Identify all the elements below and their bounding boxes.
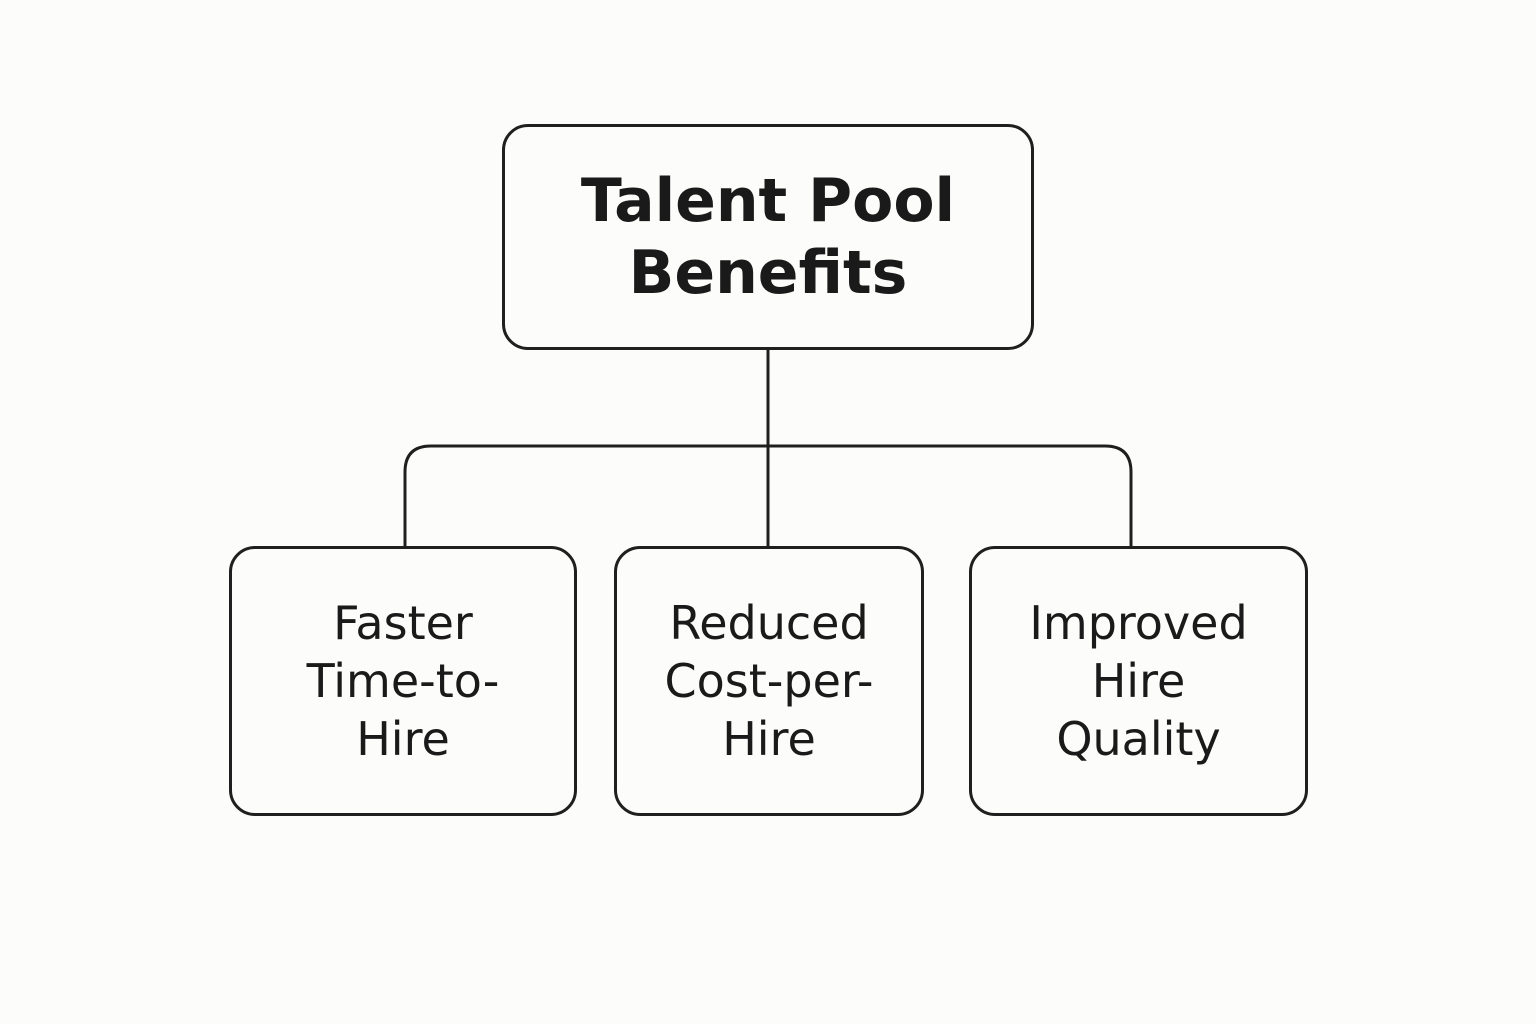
root-line: Benefits <box>628 238 908 308</box>
node-line: Hire <box>1091 654 1186 708</box>
child-node-reduced-cost-per-hire: Reduced Cost-per- Hire <box>614 546 924 816</box>
node-line: Cost-per- <box>664 654 874 708</box>
root-line: Talent Pool <box>580 166 956 236</box>
root-node-talent-pool-benefits: Talent Pool Benefits <box>502 124 1034 350</box>
node-line: Hire <box>356 712 450 766</box>
connector-left-branch <box>403 444 768 546</box>
node-line: Faster <box>333 596 473 650</box>
node-line: Time-to- <box>306 654 500 708</box>
node-line: Quality <box>1056 712 1221 766</box>
node-line: Reduced <box>669 596 869 650</box>
child-node-faster-time-to-hire: Faster Time-to- Hire <box>229 546 577 816</box>
node-line: Hire <box>722 712 816 766</box>
connector-right-branch <box>768 444 1133 546</box>
child-node-improved-hire-quality: Improved Hire Quality <box>969 546 1308 816</box>
node-line: Improved <box>1029 596 1248 650</box>
